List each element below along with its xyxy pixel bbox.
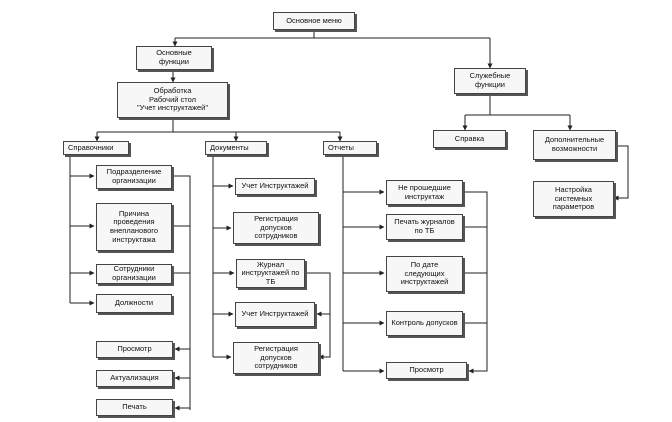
edge-root-bus: [175, 30, 490, 39]
node-unplanned-reason: Причина проведения внепланового инструкт…: [96, 203, 172, 251]
node-docs-accounting-2: Учет Инструктажей: [235, 302, 315, 327]
edge-reports-right-bus: [463, 191, 488, 374]
node-service-functions: Служебные функции: [454, 68, 526, 94]
node-main-menu: Основное меню: [273, 12, 355, 30]
node-reports-not-passed: Не прошедшие инструктаж: [386, 180, 463, 205]
node-reports-by-date: По дате следующих инструктажей: [386, 256, 463, 292]
edge-docs-journal-reg2: [318, 314, 331, 360]
node-system-settings: Настройка системных параметров: [533, 181, 614, 217]
edge-service-bus: [465, 94, 570, 116]
node-refs-view: Просмотр: [96, 341, 173, 358]
node-positions: Должности: [96, 294, 172, 313]
node-docs-registration-2: Регистрация допусков сотрудников: [233, 342, 319, 374]
node-extra-capabilities: Дополнительные возможности: [533, 130, 616, 160]
node-docs-registration-1: Регистрация допусков сотрудников: [233, 212, 319, 244]
node-refs-print: Печать: [96, 399, 173, 416]
node-refs-update: Актуализация: [96, 370, 173, 387]
edge-docs-journal-acct2: [305, 272, 331, 317]
node-documents: Документы: [205, 141, 267, 155]
node-references: Справочники: [63, 141, 129, 155]
node-docs-accounting-1: Учет Инструктажей: [235, 178, 315, 195]
node-org-staff: Сотрудники организации: [96, 264, 172, 284]
node-reports: Отчеты: [323, 141, 377, 155]
node-docs-journal: Журнал инструктажей по ТБ: [236, 259, 305, 288]
node-reports-print-journals: Печать журналов по ТБ: [386, 214, 463, 240]
edge-extra-settings: [613, 145, 629, 201]
node-help: Справка: [433, 130, 506, 148]
node-processing: Обработка Рабочий стол "Учет инструктаже…: [117, 82, 228, 118]
node-main-functions: Основные функции: [136, 46, 212, 70]
edge-processing-bus: [97, 118, 340, 133]
node-reports-control: Контроль допусков: [386, 311, 463, 336]
node-reports-view: Просмотр: [386, 362, 467, 379]
edge-refs-action-bus: [172, 175, 191, 410]
node-org-department: Подразделение организации: [96, 165, 172, 189]
